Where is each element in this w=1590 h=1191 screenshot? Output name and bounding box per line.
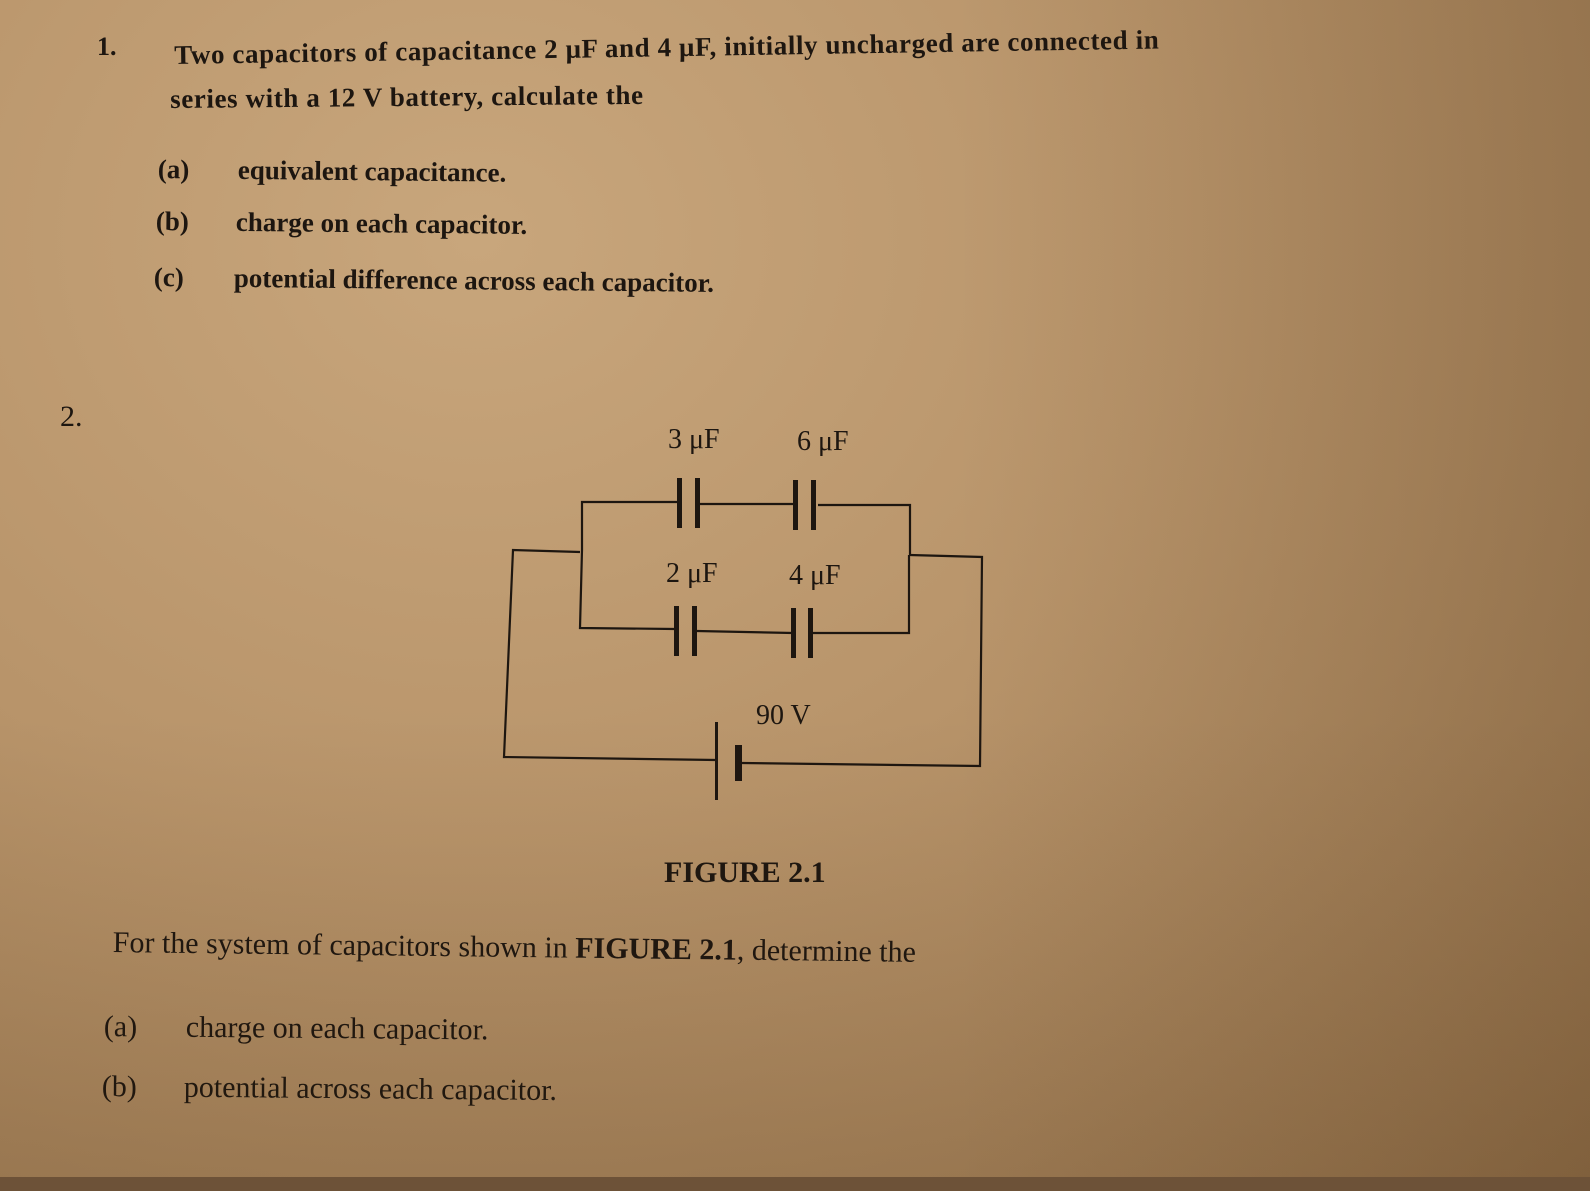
prompt-suffix: , determine the: [736, 933, 917, 969]
capacitor-label-3uf: 3 μF: [668, 424, 720, 455]
part-label: (b): [101, 1070, 137, 1104]
top-branch-left-wire: [580, 500, 680, 550]
capacitor-label-2uf: 2 μF: [666, 558, 718, 589]
bottom-branch-middle-wire: [696, 629, 794, 635]
part-text: charge on each capacitor.: [185, 1010, 489, 1047]
capacitor-3uf-plate-1: [677, 478, 682, 528]
question-1-line-1: Two capacitors of capacitance 2 μF and 4…: [174, 24, 1160, 70]
page-bottom-edge: [0, 1177, 1590, 1191]
bottom-branch-right-wire: [812, 555, 911, 635]
prompt-figure-ref: FIGURE 2.1: [574, 931, 738, 967]
capacitor-4uf-plate-1: [791, 608, 796, 658]
part-text: potential across each capacitor.: [183, 1070, 558, 1107]
part-label: (c): [153, 262, 184, 293]
capacitor-2uf-plate-2: [692, 606, 697, 656]
part-text: charge on each capacitor.: [235, 206, 528, 240]
battery-long-plate: [715, 722, 718, 800]
capacitor-3uf-plate-2: [695, 478, 700, 528]
question-2-prompt: For the system of capacitors shown in FI…: [113, 926, 917, 970]
question-1-part-c: (c) potential difference across each capa…: [154, 262, 714, 299]
question-2-part-b: (b) potential across each capacitor.: [102, 1070, 557, 1108]
part-label: (a): [103, 1010, 138, 1044]
question-2-part-a: (a) charge on each capacitor.: [104, 1010, 489, 1047]
question-1-part-b: (b) charge on each capacitor.: [156, 206, 528, 241]
outer-left-wire: [502, 548, 717, 762]
top-branch-right-wire: [818, 503, 912, 555]
bottom-branch-left-wire: [578, 549, 676, 631]
question-1-number: 1.: [97, 32, 117, 61]
capacitor-label-4uf: 4 μF: [789, 560, 841, 591]
capacitor-6uf-plate-2: [811, 480, 816, 530]
capacitor-2uf-plate-1: [674, 606, 679, 656]
figure-caption: FIGURE 2.1: [664, 856, 826, 889]
capacitor-6uf-plate-1: [793, 480, 798, 530]
part-text: equivalent capacitance.: [237, 154, 507, 188]
battery-label-90v: 90 V: [756, 700, 811, 731]
battery-short-plate: [735, 745, 742, 781]
part-label: (a): [157, 154, 190, 185]
circuit-diagram: [480, 400, 1060, 820]
capacitor-plates: [674, 478, 816, 800]
question-1-part-a: (a) equivalent capacitance.: [158, 154, 507, 189]
outer-right-wire: [741, 553, 984, 768]
prompt-prefix: For the system of capacitors shown in: [112, 926, 576, 965]
part-text: potential difference across each capacit…: [233, 262, 715, 298]
circuit-svg: [502, 478, 984, 800]
capacitor-label-6uf: 6 μF: [797, 426, 849, 457]
part-label: (b): [155, 206, 189, 237]
question-1-line-2: series with a 12 V battery, calculate th…: [170, 79, 644, 114]
question-2-number: 2.: [60, 400, 83, 433]
capacitor-4uf-plate-2: [808, 608, 813, 658]
